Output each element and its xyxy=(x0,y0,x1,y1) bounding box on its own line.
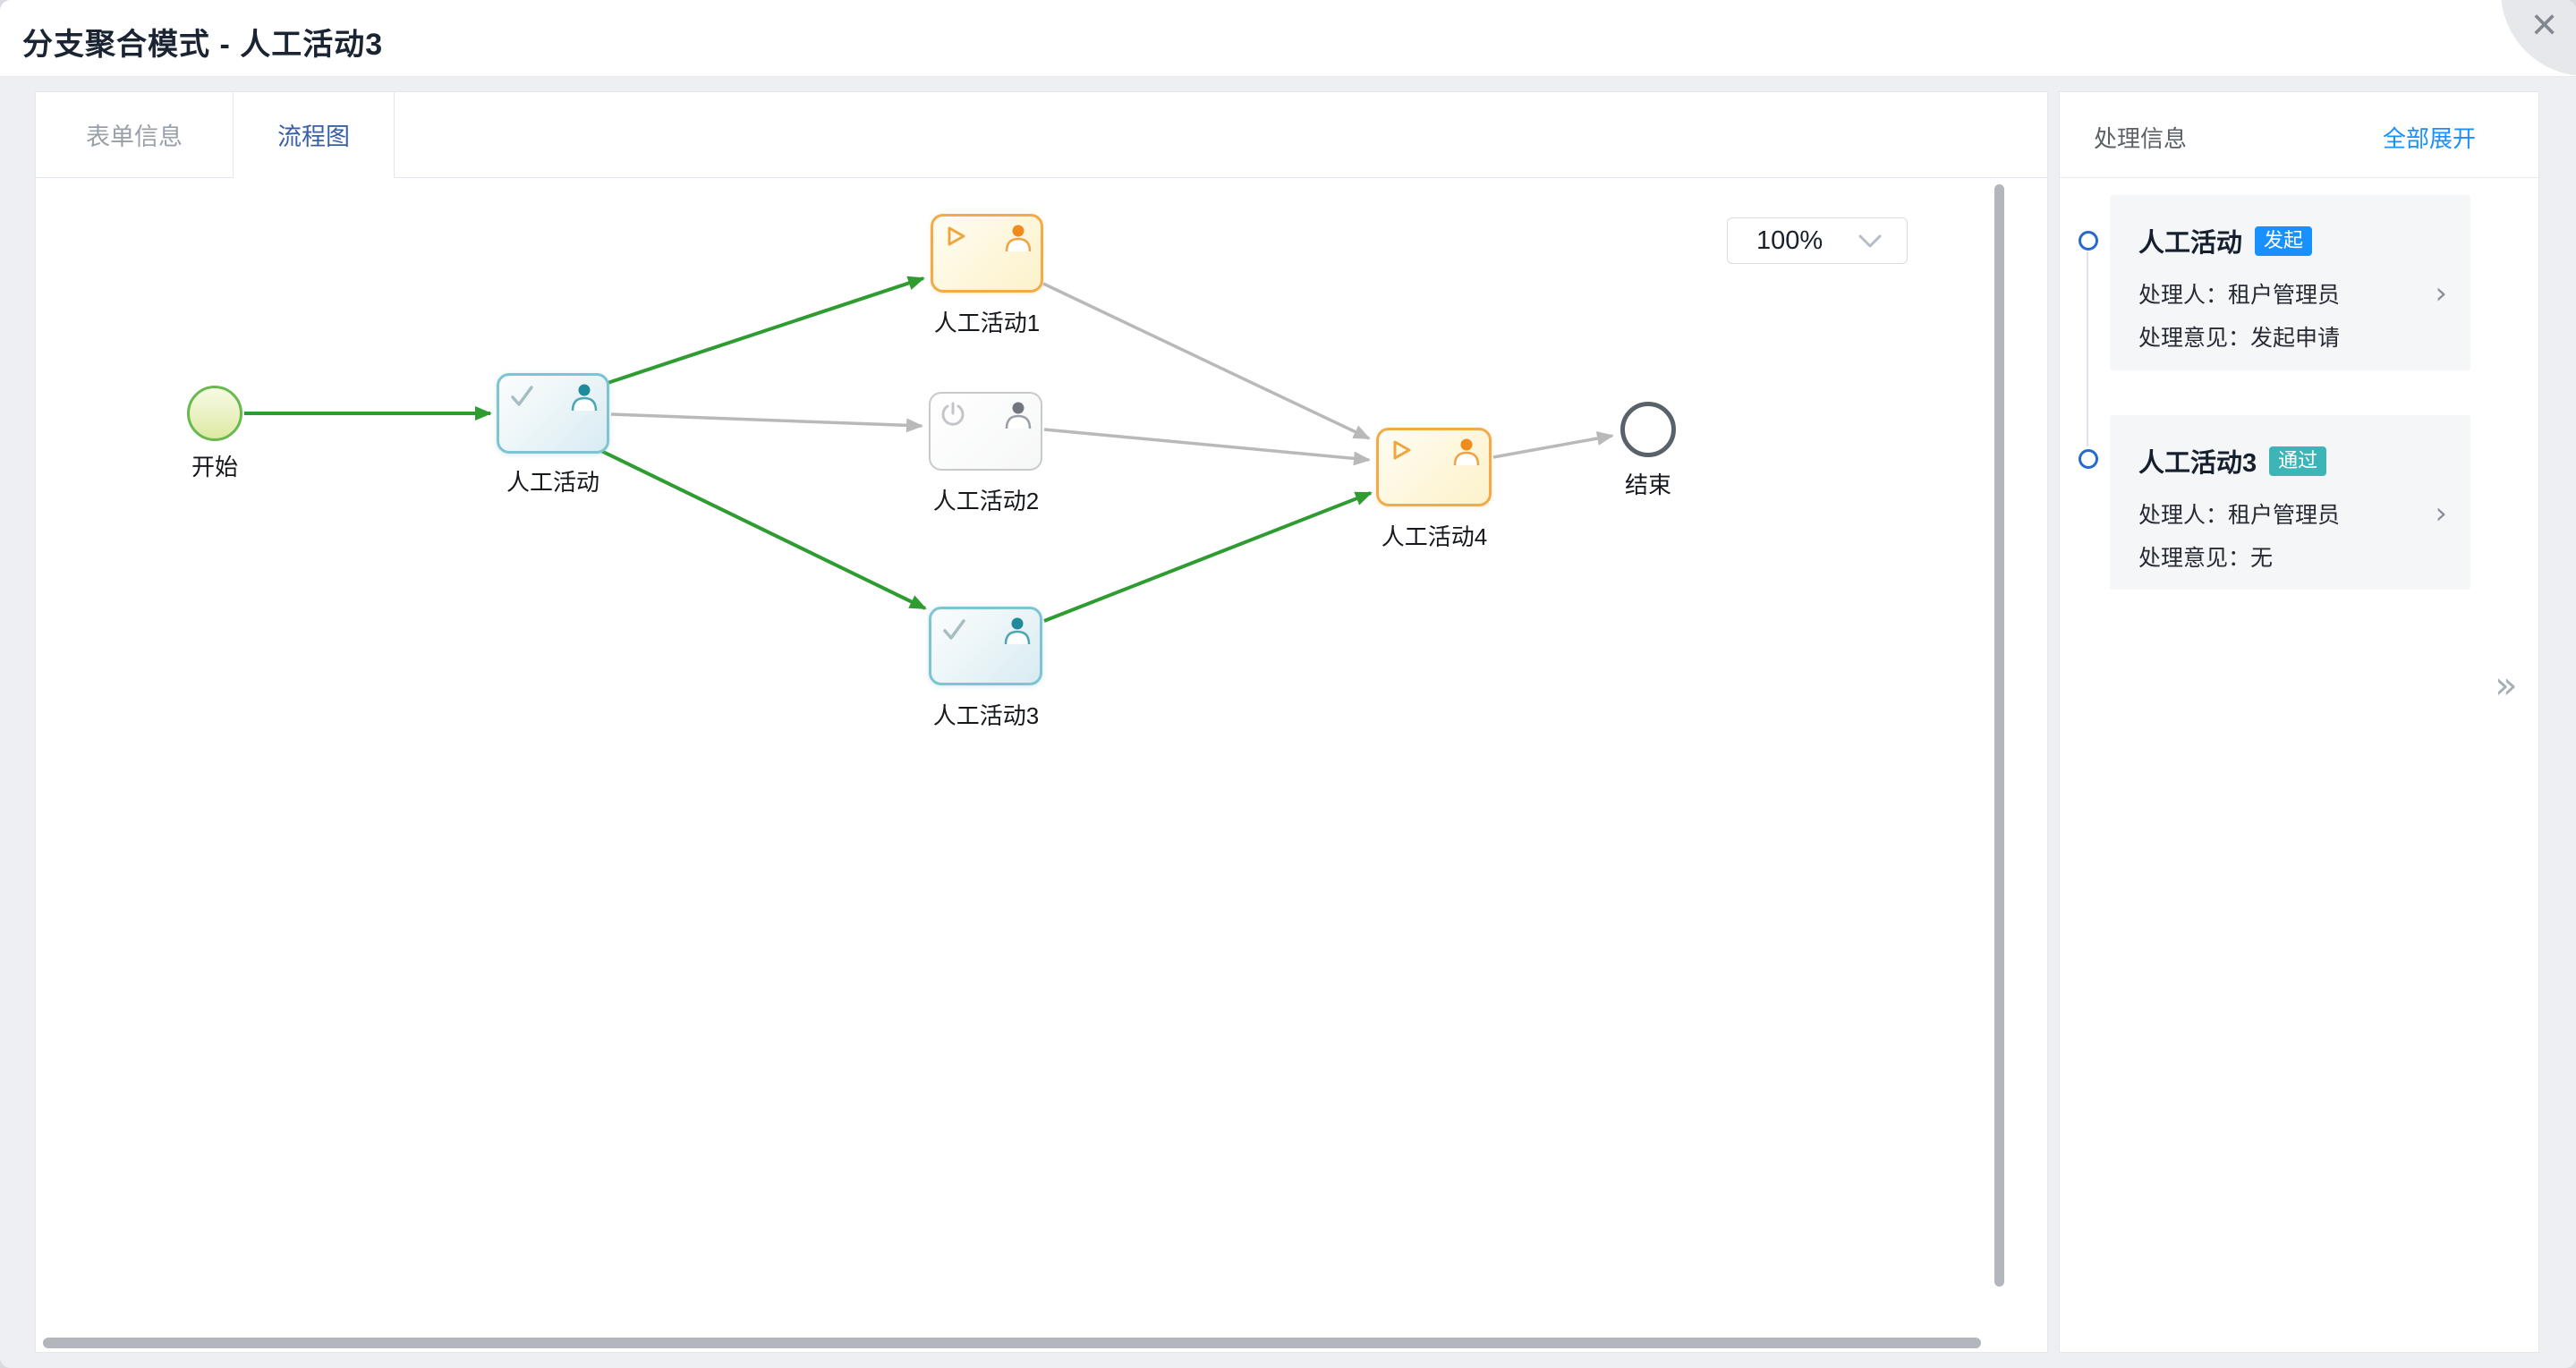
node-task-3[interactable] xyxy=(929,607,1042,685)
flow-panel: 表单信息 流程图 xyxy=(35,91,2048,1353)
edge-task-task2 xyxy=(610,412,923,433)
play-icon xyxy=(948,226,965,246)
node-task-main-label: 人工活动 xyxy=(506,469,599,496)
horizontal-scrollbar[interactable] xyxy=(43,1338,1981,1348)
process-entry-card: 人工活动3 通过 处理人：租户管理员 › 处理意见：无 xyxy=(2110,415,2470,590)
node-end-label: 结束 xyxy=(1624,472,1671,498)
user-icon xyxy=(1004,617,1031,645)
process-info-panel: 处理信息 全部展开 人工活动 发起 处理人：租户管理员 › 处理意见：发起申请 … xyxy=(2059,91,2539,1353)
node-task-1-label: 人工活动1 xyxy=(933,310,1041,336)
handler-text: 处理人：租户管理员 xyxy=(2138,503,2341,528)
power-icon xyxy=(941,402,965,426)
collapse-panel-button[interactable]: » xyxy=(2495,663,2518,707)
edge-task4-end xyxy=(1492,431,1614,459)
flow-edges xyxy=(244,276,1614,623)
edge-task3-task4 xyxy=(1043,491,1373,623)
node-start-event[interactable] xyxy=(187,386,242,441)
tab-flow-diagram[interactable]: 流程图 xyxy=(234,92,395,178)
node-task-2-label: 人工活动2 xyxy=(932,488,1040,514)
timeline-dot xyxy=(2079,449,2098,469)
handler-text: 处理人：租户管理员 xyxy=(2138,283,2341,308)
node-task-3-label: 人工活动3 xyxy=(932,702,1040,729)
dialog-header: 分支聚合模式 - 人工活动3 xyxy=(0,0,2576,77)
edge-task2-task4 xyxy=(1043,428,1371,466)
check-icon xyxy=(511,386,533,406)
play-icon xyxy=(1393,440,1411,460)
tab-form-info[interactable]: 表单信息 xyxy=(36,92,234,177)
vertical-scrollbar[interactable] xyxy=(1994,184,2004,1287)
node-task-4-label: 人工活动4 xyxy=(1381,523,1488,550)
check-icon xyxy=(943,619,965,640)
node-task-main[interactable] xyxy=(497,373,609,454)
zoom-select[interactable]: 100% xyxy=(1727,217,1908,264)
close-icon: × xyxy=(2531,0,2558,49)
status-badge: 通过 xyxy=(2269,446,2327,476)
node-start-label: 开始 xyxy=(191,454,238,480)
edge-task-task1 xyxy=(601,276,925,387)
user-icon xyxy=(1005,402,1032,429)
node-task-2[interactable] xyxy=(929,392,1042,471)
opinion-row: 处理意见：发起申请 xyxy=(2138,320,2447,353)
timeline-dot xyxy=(2079,231,2098,251)
status-badge: 发起 xyxy=(2255,225,2313,256)
page-title: 分支聚合模式 - 人工活动3 xyxy=(22,28,384,62)
chevron-right-icon: › xyxy=(2435,276,2447,311)
handler-row[interactable]: 处理人：租户管理员 › xyxy=(2138,497,2447,530)
process-info-header: 处理信息 全部展开 xyxy=(2060,92,2538,178)
expand-all-link[interactable]: 全部展开 xyxy=(2382,125,2476,152)
entry-title-row: 人工活动3 通过 xyxy=(2138,442,2327,480)
chevron-down-icon xyxy=(1858,234,1882,248)
panel-title: 处理信息 xyxy=(2094,125,2188,152)
tab-bar: 表单信息 流程图 xyxy=(36,92,2047,178)
node-end-event[interactable] xyxy=(1620,402,1676,457)
handler-row[interactable]: 处理人：租户管理员 › xyxy=(2138,277,2447,310)
opinion-row: 处理意见：无 xyxy=(2138,540,2447,573)
opinion-text: 处理意见：无 xyxy=(2138,546,2274,571)
edge-task1-task4 xyxy=(1042,282,1371,440)
user-icon xyxy=(1005,225,1032,252)
user-icon xyxy=(1453,438,1480,466)
edge-task-task3 xyxy=(599,448,927,610)
entry-title: 人工活动3 xyxy=(2138,449,2257,478)
entry-title-row: 人工活动 发起 xyxy=(2138,222,2313,259)
flow-canvas[interactable]: 开始 结束 人工活动 xyxy=(36,178,2047,1352)
timeline-connector xyxy=(2087,251,2088,446)
user-icon xyxy=(571,384,598,412)
process-entry-card: 人工活动 发起 处理人：租户管理员 › 处理意见：发起申请 xyxy=(2110,195,2470,370)
node-task-4[interactable] xyxy=(1376,428,1492,506)
node-task-1[interactable] xyxy=(931,214,1043,293)
chevron-right-icon: › xyxy=(2435,496,2447,531)
zoom-value: 100% xyxy=(1756,226,1824,255)
entry-title: 人工活动 xyxy=(2138,229,2243,258)
opinion-text: 处理意见：发起申请 xyxy=(2138,326,2341,351)
